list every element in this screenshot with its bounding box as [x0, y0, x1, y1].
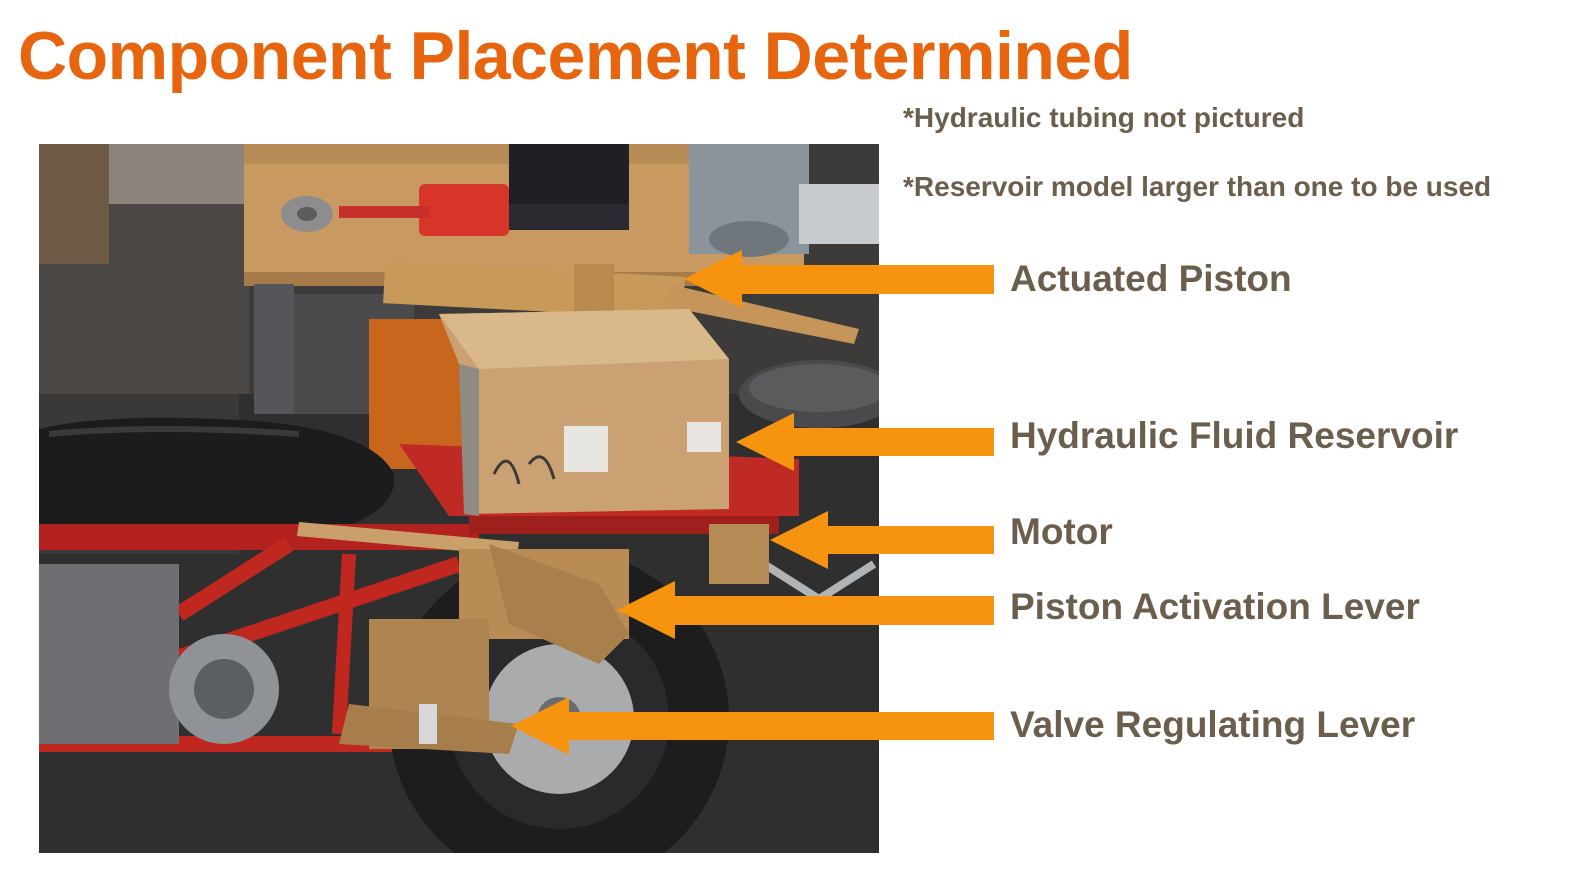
label-hydraulic-fluid-reservoir: Hydraulic Fluid Reservoir — [1010, 415, 1459, 456]
label-valve-regulating-lever: Valve Regulating Lever — [1010, 704, 1416, 745]
note-hydraulic-tubing: *Hydraulic tubing not pictured — [903, 102, 1305, 133]
label-actuated-piston: Actuated Piston — [1010, 258, 1292, 299]
motorbike-photo — [39, 144, 879, 853]
photo-illustration — [39, 144, 879, 853]
label-piston-activation-lever: Piston Activation Lever — [1010, 586, 1420, 627]
label-motor: Motor — [1010, 511, 1113, 552]
slide-title: Component Placement Determined — [18, 18, 1133, 94]
note-reservoir-model: *Reservoir model larger than one to be u… — [903, 171, 1492, 202]
